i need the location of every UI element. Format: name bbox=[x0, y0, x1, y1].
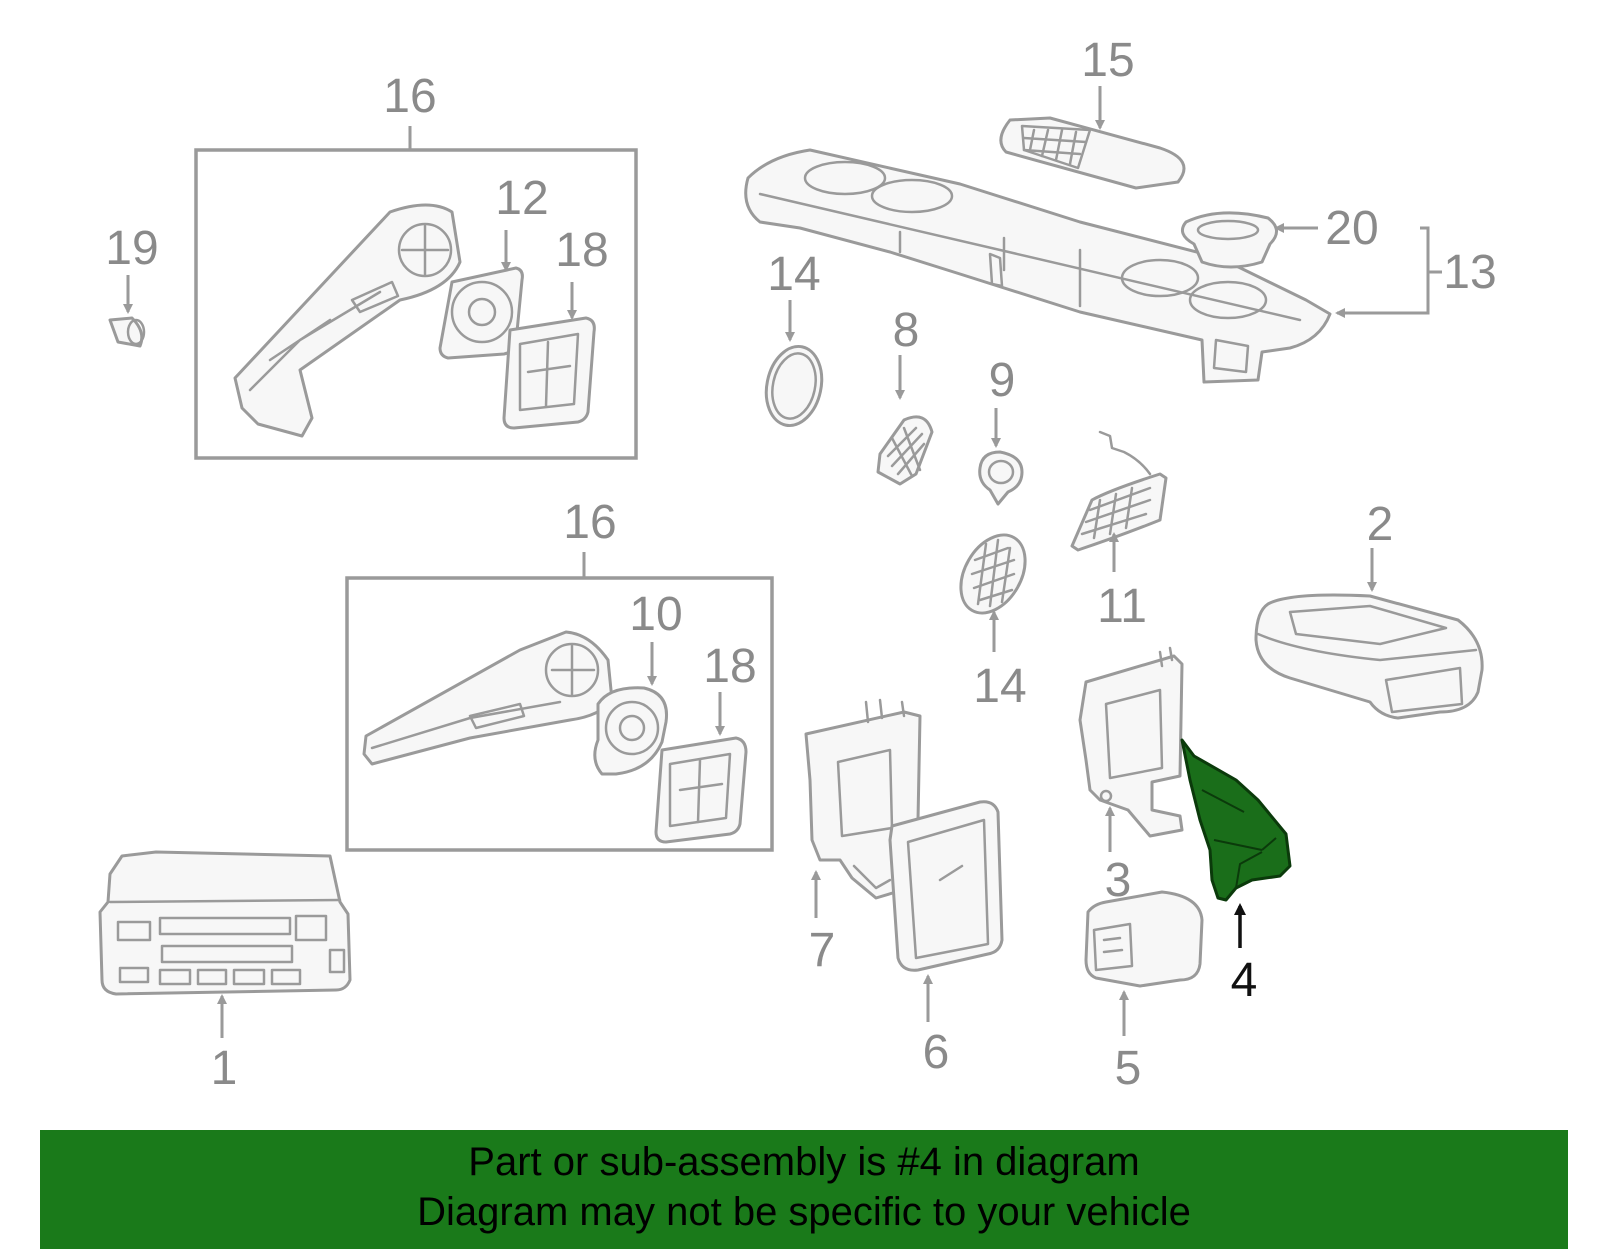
part-5-switch bbox=[1084, 890, 1204, 988]
label-18-lower: 18 bbox=[703, 640, 756, 693]
part-20-speaker bbox=[1180, 211, 1278, 269]
part-13-console-tray bbox=[744, 148, 1332, 384]
part-14-ring-upper bbox=[764, 344, 824, 428]
part-9-tweeter bbox=[978, 450, 1024, 506]
label-3: 3 bbox=[1105, 854, 1132, 907]
part-17-speaker-pod bbox=[233, 203, 462, 438]
label-10: 10 bbox=[629, 588, 682, 641]
part-18-grille-upper bbox=[502, 316, 596, 430]
info-banner: Part or sub-assembly is #4 in diagram Di… bbox=[40, 1130, 1568, 1249]
part-2-lid bbox=[1254, 593, 1484, 720]
assembly-frame-16 bbox=[345, 576, 774, 852]
label-15: 15 bbox=[1081, 34, 1134, 87]
label-5: 5 bbox=[1115, 1042, 1142, 1095]
label-1: 1 bbox=[211, 1042, 238, 1095]
label-12: 12 bbox=[495, 172, 548, 225]
part-4-console-bracket bbox=[1180, 738, 1292, 902]
label-14-upper: 14 bbox=[767, 248, 820, 301]
label-13: 13 bbox=[1443, 246, 1496, 299]
part-18-grille-lower bbox=[654, 736, 748, 844]
part-16-speaker-pod bbox=[362, 630, 614, 766]
label-19: 19 bbox=[105, 222, 158, 275]
banner-line-disclaimer: Diagram may not be specific to your vehi… bbox=[417, 1190, 1191, 1234]
part-15-grille bbox=[999, 116, 1186, 190]
label-11: 11 bbox=[1097, 580, 1147, 633]
part-10-speaker bbox=[593, 686, 669, 776]
banner-line-part: Part or sub-assembly is #4 in diagram bbox=[468, 1140, 1140, 1184]
part-3-bracket bbox=[1078, 646, 1184, 838]
part-11-grille bbox=[1070, 430, 1168, 552]
part-8-grille bbox=[876, 415, 934, 486]
assembly-frame-17 bbox=[194, 148, 638, 460]
label-17: 16 bbox=[383, 70, 436, 123]
part-6-module bbox=[888, 800, 1004, 972]
label-8: 8 bbox=[893, 304, 920, 357]
label-20: 20 bbox=[1325, 202, 1378, 255]
label-9: 9 bbox=[989, 354, 1016, 407]
part-19-screw bbox=[108, 316, 146, 348]
part-14-grille-lower bbox=[959, 533, 1027, 615]
label-4: 4 bbox=[1231, 954, 1258, 1007]
label-2: 2 bbox=[1367, 498, 1394, 551]
part-1-control-unit bbox=[98, 850, 352, 996]
label-7: 7 bbox=[809, 924, 836, 977]
label-16: 16 bbox=[563, 496, 616, 549]
label-6: 6 bbox=[923, 1026, 950, 1079]
label-14-lower: 14 bbox=[973, 660, 1026, 713]
label-18-upper: 18 bbox=[555, 224, 608, 277]
